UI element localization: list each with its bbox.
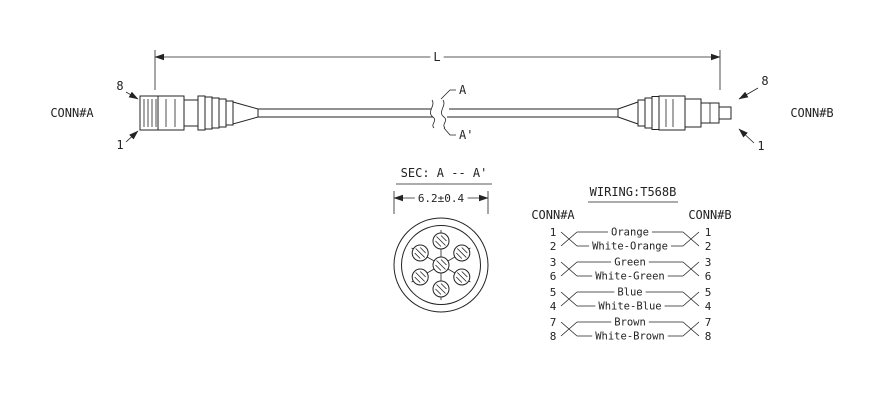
- wire-color-label: Orange: [611, 227, 649, 239]
- wire-color-label: Brown: [614, 317, 646, 329]
- right-pin-callouts: 8 1: [738, 74, 769, 153]
- pin8-leader: [738, 87, 759, 100]
- pin-number-left: 2: [550, 240, 557, 253]
- cross-section-view: SEC: A -- A' 6.2±0.4: [393, 166, 492, 313]
- pin1-label: 1: [116, 138, 123, 152]
- pin-number-right: 8: [705, 330, 712, 343]
- pin-number-right: 5: [705, 286, 712, 299]
- wire-circle: [411, 268, 429, 286]
- length-dimension: L: [154, 49, 721, 90]
- section-title: SEC: A -- A': [401, 166, 488, 180]
- wire-color-label: Green: [614, 257, 646, 269]
- pin8-label: 8: [761, 74, 768, 88]
- wire-circle: [453, 268, 471, 286]
- pin-number-left: 8: [550, 330, 557, 343]
- wiring-title: WIRING:T568B: [590, 185, 677, 199]
- wiring-conn-a-header: CONN#A: [531, 208, 575, 222]
- wire-circle: [453, 244, 471, 262]
- wire-color-label: White-Brown: [595, 331, 665, 343]
- twisted-pair-row: 3 6 3 6 Green White-Green: [550, 255, 712, 284]
- pin1-label: 1: [757, 139, 764, 153]
- left-pin-callouts: 8 1: [116, 79, 139, 152]
- pin-number-left: 6: [550, 270, 557, 283]
- pin8-leader: [125, 91, 139, 100]
- pin-number-left: 5: [550, 286, 557, 299]
- twisted-pair-row: 5 4 5 4 Blue White-Blue: [550, 285, 712, 314]
- conn-a-label: CONN#A: [50, 106, 94, 120]
- pin-number-right: 7: [705, 316, 712, 329]
- break-line-left: [430, 99, 436, 129]
- cable-jacket-circle: [393, 217, 489, 313]
- wiring-diagram: WIRING:T568B CONN#A CONN#B 1 2 1 2 Orang…: [531, 185, 732, 344]
- pin1-leader: [738, 128, 755, 144]
- cable-body: [258, 99, 618, 129]
- pin-number-right: 3: [705, 256, 712, 269]
- section-cut-callout: A A': [440, 83, 473, 142]
- wire-color-label: White-Blue: [598, 301, 661, 313]
- cut-label-bottom: A': [459, 128, 473, 142]
- wire-circle: [411, 244, 429, 262]
- twisted-pair-row: 7 8 7 8 Brown White-Brown: [550, 315, 712, 344]
- diameter-label: 6.2±0.4: [418, 192, 465, 205]
- wire-circle: [432, 280, 450, 298]
- pin-number-right: 2: [705, 240, 712, 253]
- pin-number-left: 4: [550, 300, 557, 313]
- conn-b-label: CONN#B: [790, 106, 833, 120]
- twisted-pair-row: 1 2 1 2 Orange White-Orange: [550, 225, 712, 254]
- right-connector: [617, 95, 732, 131]
- wire-color-label: Blue: [617, 287, 642, 299]
- pin-number-right: 1: [705, 226, 712, 239]
- wire-color-label: White-Green: [595, 271, 665, 283]
- length-label: L: [433, 50, 440, 64]
- wire-color-label: White-Orange: [592, 241, 668, 253]
- break-line-right: [441, 99, 447, 129]
- pin-number-right: 4: [705, 300, 712, 313]
- pin1-leader: [125, 130, 139, 143]
- wire-circle: [432, 232, 450, 250]
- cut-label-top: A: [459, 83, 467, 97]
- pin-number-left: 1: [550, 226, 557, 239]
- pin-number-left: 7: [550, 316, 557, 329]
- wiring-conn-b-header: CONN#B: [688, 208, 731, 222]
- wire-circle: [432, 256, 450, 274]
- pin8-label: 8: [116, 79, 123, 93]
- cable-inner-circle: [401, 225, 481, 305]
- left-connector: [139, 95, 259, 131]
- pin-number-right: 6: [705, 270, 712, 283]
- pin-number-left: 3: [550, 256, 557, 269]
